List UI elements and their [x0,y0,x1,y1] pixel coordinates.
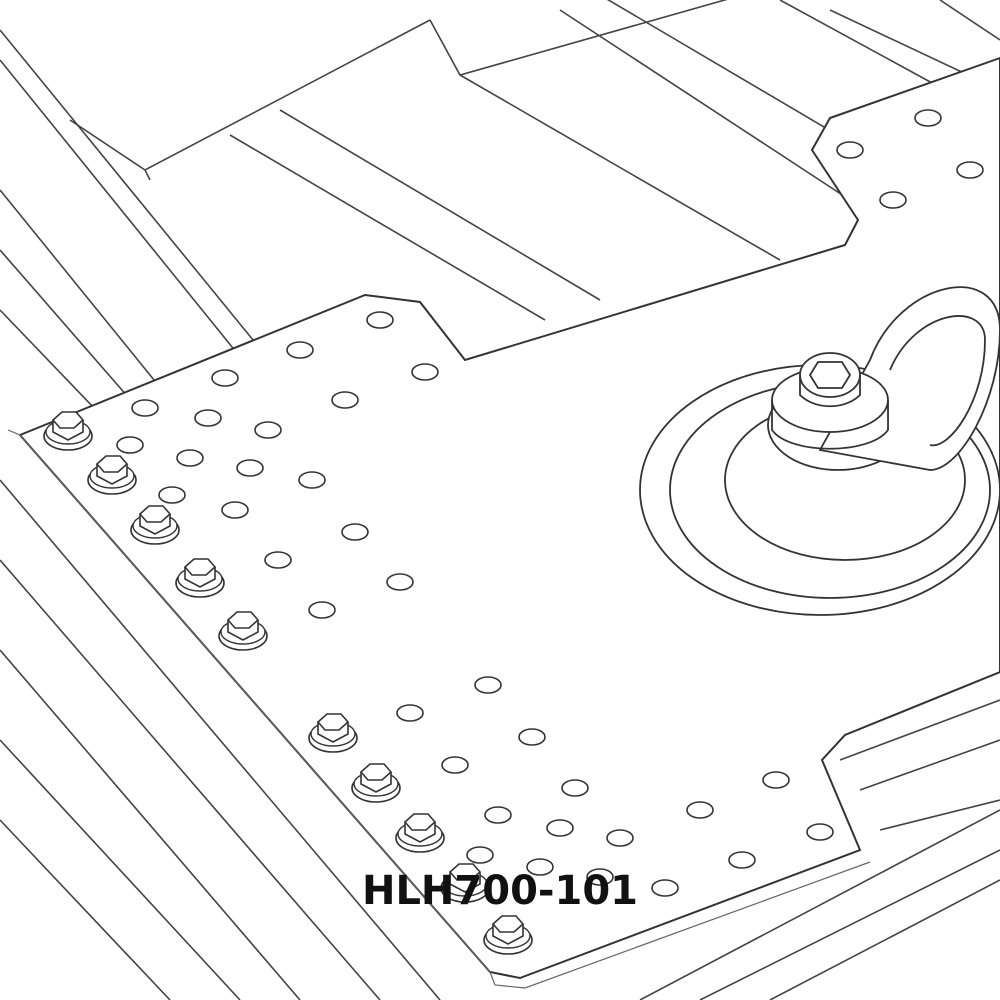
plate-hole [484,806,512,824]
hex-bolt-icon [175,558,225,598]
plate-hole [879,191,907,209]
hex-bolt-icon [351,763,401,803]
plate-hole [221,501,249,519]
plate-hole [396,704,424,722]
hex-bolt-icon [130,505,180,545]
plate-hole [366,311,394,329]
hex-bolt-icon [43,411,93,451]
product-code-label: HLH700-101 [361,868,639,914]
plate-hole [286,341,314,359]
plate-hole [728,851,756,869]
mounting-plate [18,56,1000,980]
plate-hole [914,109,942,127]
hex-bolt-icon [87,455,137,495]
plate-hole [298,471,326,489]
plate-hole [466,846,494,864]
plate-hole [606,829,634,847]
plate-hole [836,141,864,159]
plate-hole [158,486,186,504]
ring-anchor [639,286,1000,616]
plate-hole [308,601,336,619]
plate-hole [176,449,204,467]
plate-hole [441,756,469,774]
plate-hole [386,573,414,591]
plate-hole [264,551,292,569]
hex-bolt-icon [395,813,445,853]
plate-hole [411,363,439,381]
plate-hole [651,879,679,897]
plate-hole [331,391,359,409]
plate-hole [116,436,144,454]
hex-bolt-icon [483,915,533,955]
plate-hole [254,421,282,439]
plate-hole [341,523,369,541]
plate-hole [686,801,714,819]
plate-hole [526,858,554,876]
plate-hole [762,771,790,789]
plate-hole [194,409,222,427]
plate-hole [236,459,264,477]
plate-hole [518,728,546,746]
hex-bolt-icon [308,713,358,753]
plate-hole [546,819,574,837]
plate-hole [474,676,502,694]
plate-hole [806,823,834,841]
plate-hole [211,369,239,387]
plate-hole [131,399,159,417]
hex-bolt-icon [440,863,490,903]
plate-hole [586,868,614,886]
hex-bolt-icon [218,611,268,651]
plate-holes [116,109,984,897]
plate-hole [956,161,984,179]
bolt-row [43,411,533,955]
plate-hole [561,779,589,797]
